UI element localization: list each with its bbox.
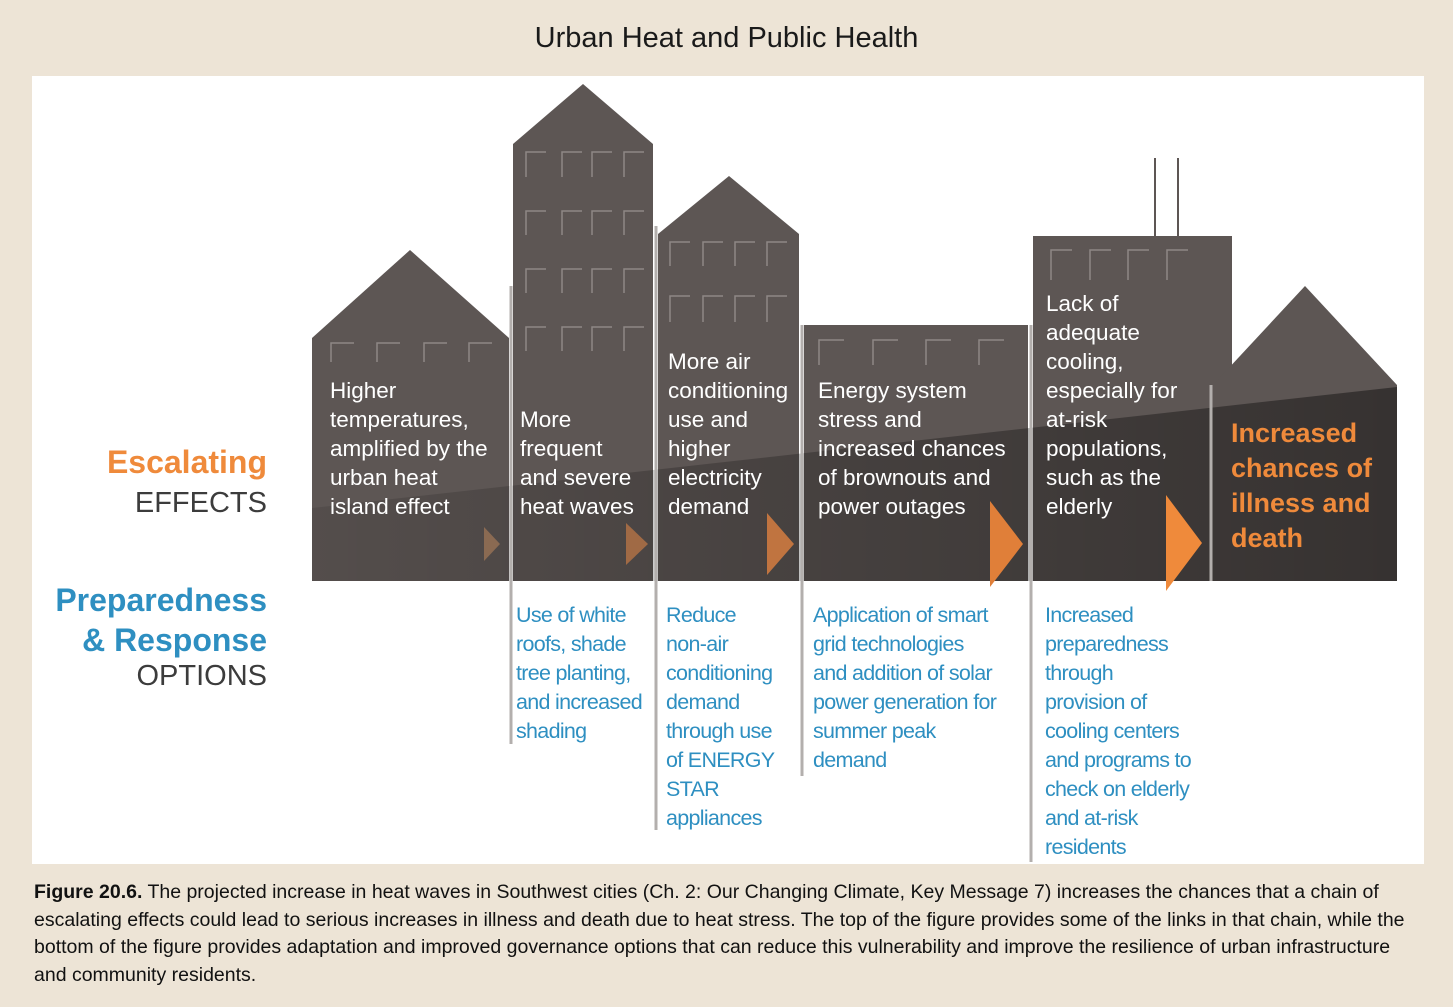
caption-label: Figure 20.6.: [34, 881, 143, 903]
building-2: [513, 84, 653, 581]
escalating-effects-label: Escalating EFFECTS: [106, 444, 267, 519]
arrow-1: [484, 527, 500, 561]
city-skyline-diagram: [312, 84, 1397, 862]
escalation-band: [312, 387, 1397, 581]
figure-caption: Figure 20.6. The projected increase in h…: [34, 879, 1424, 989]
arrow-5: [1166, 495, 1202, 591]
arrow-2: [626, 523, 648, 565]
arrow-3: [767, 513, 794, 575]
divider-lines: [509, 226, 1213, 862]
figure-title: Urban Heat and Public Health: [534, 22, 919, 54]
caption-text: The projected increase in heat waves in …: [34, 881, 1405, 986]
windows: [330, 151, 1188, 365]
preparedness-options-label: Preparedness & Response OPTIONS: [55, 582, 267, 692]
arrow-4: [990, 501, 1023, 587]
